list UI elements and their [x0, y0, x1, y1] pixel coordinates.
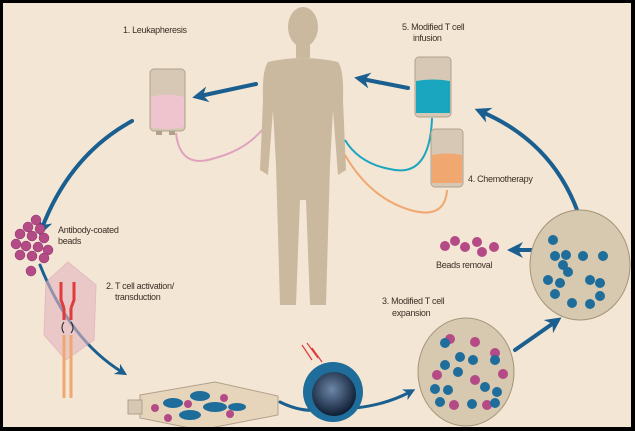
human-body-icon: [260, 7, 346, 305]
arrow-cell-to-dish: [353, 389, 416, 410]
step-3-label-line2: expansion: [392, 308, 431, 318]
beads-label-line1: Antibody-coated: [58, 225, 119, 235]
car-receptor-icon: [43, 261, 97, 398]
leukapheresis-tube: [175, 129, 263, 162]
car-t-therapy-diagram: 1. Leukapheresis 5. Modified T cell infu…: [3, 3, 631, 427]
chemo-bag-icon: [430, 128, 464, 188]
modified-t-cell-icon: [301, 342, 363, 422]
leukapheresis-bag-icon: [149, 68, 186, 135]
antibody-coated-beads-icon: [10, 214, 54, 277]
removed-beads-icon: [440, 236, 499, 257]
step-5-label-line1: 5. Modified T cell: [402, 22, 465, 32]
arrow-bag-to-beads: [37, 119, 134, 236]
step-2-label-line2: transduction: [115, 292, 161, 302]
arrow-dish-to-dish: [513, 317, 562, 352]
step-2-label-line1: 2. T cell activation/: [106, 281, 174, 291]
beads-removal-label: Beads removal: [436, 260, 493, 270]
chemo-tube: [344, 154, 448, 214]
diagram-graphics: [10, 7, 631, 427]
beads-label-line2: beads: [58, 236, 82, 246]
culture-flask-icon: [127, 381, 279, 427]
step-3-label-line1: 3. Modified T cell: [382, 296, 445, 306]
infusion-tube: [344, 117, 433, 172]
purified-cells-dish-icon: [529, 209, 631, 321]
arrow-body-to-bag: [192, 82, 258, 103]
step-1-label: 1. Leukapheresis: [123, 25, 187, 35]
expansion-dish-icon: [417, 317, 515, 427]
step-4-label: 4. Chemotherapy: [468, 174, 533, 184]
arrow-infusion-to-body: [354, 72, 410, 90]
step-5-label-line2: infusion: [413, 33, 442, 43]
infusion-bag-icon: [414, 56, 452, 118]
